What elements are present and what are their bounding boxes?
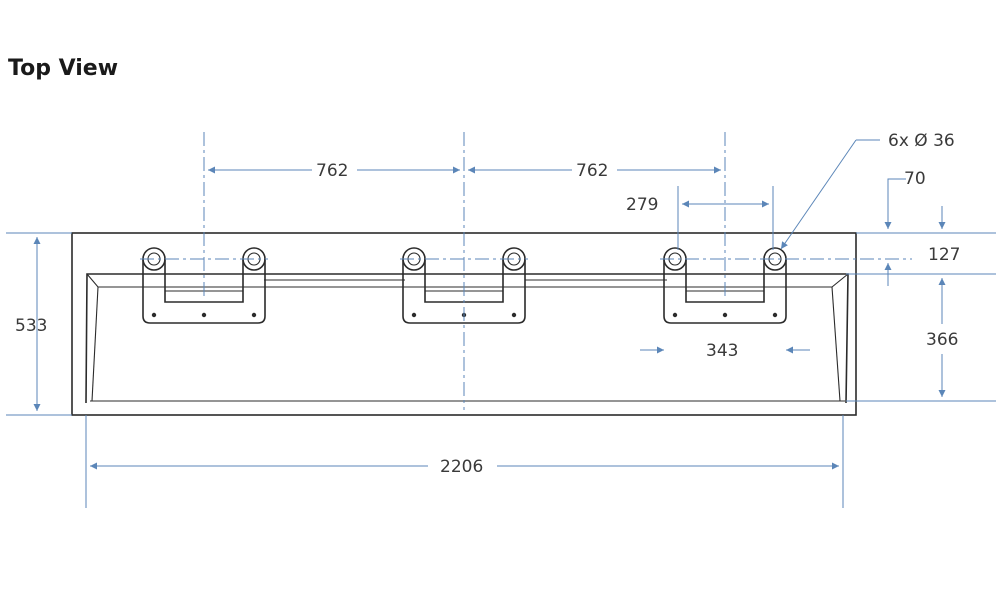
fixing-point (511, 312, 517, 318)
dimension-labels: 533 762 762 279 343 2206 70 127 366 6x Ø… (15, 131, 960, 477)
trough-bowl (85, 273, 849, 404)
fixing-point (772, 312, 778, 318)
dim-top-offset: 70 (904, 169, 926, 189)
fixing-point (722, 312, 728, 318)
fixing-point (672, 312, 678, 318)
fixing-point (201, 312, 207, 318)
fixing-point (251, 312, 257, 318)
dim-hole-spacing: 279 (626, 195, 658, 215)
dim-station-width: 343 (706, 341, 738, 361)
dim-tap-spacing-left: 762 (316, 161, 348, 181)
centre-lines (140, 132, 912, 410)
dim-bowl-depth: 366 (926, 330, 958, 350)
dim-hole-row-offset: 127 (928, 245, 960, 265)
hole-callout-leader (780, 139, 857, 250)
hole-callout-label: 6x Ø 36 (888, 131, 955, 151)
dim-overall-depth: 533 (15, 316, 47, 336)
dim-bowl-length: 2206 (440, 457, 483, 477)
dim-tap-spacing-right: 762 (576, 161, 608, 181)
fixing-point (151, 312, 157, 318)
page-title: Top View (8, 56, 119, 81)
fixing-point (411, 312, 417, 318)
dimension-lines (6, 139, 996, 508)
